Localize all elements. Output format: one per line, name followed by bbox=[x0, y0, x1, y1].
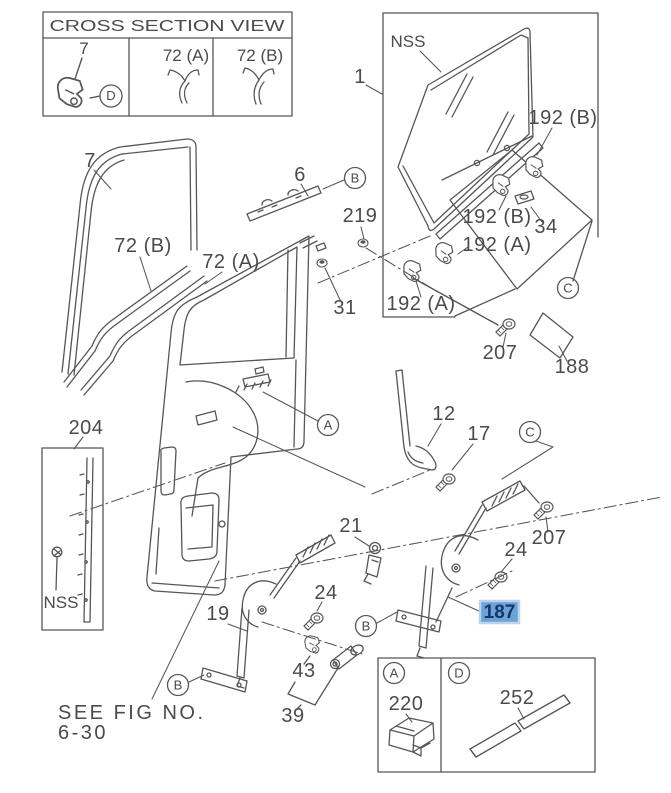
sash-252-drawing bbox=[469, 694, 571, 758]
callout-207-lower[interactable]: 207 bbox=[532, 527, 567, 549]
part-34-pad bbox=[514, 190, 535, 205]
callout-labels: CROSS SECTION VIEW 7 72 (A) 72 (B) 1 NSS… bbox=[44, 18, 598, 727]
callout-192a-upper[interactable]: 192 (A) bbox=[462, 234, 531, 256]
callout-cs-72a[interactable]: 72 (A) bbox=[163, 46, 209, 65]
glass-bottom-sash bbox=[435, 142, 544, 240]
callout-207-upper[interactable]: 207 bbox=[483, 342, 518, 364]
callout-43[interactable]: 43 bbox=[292, 660, 315, 682]
svg-text:D: D bbox=[106, 88, 115, 103]
callout-188[interactable]: 188 bbox=[555, 356, 590, 378]
run-channel-72b bbox=[63, 265, 191, 388]
callout-252[interactable]: 252 bbox=[500, 687, 535, 709]
marker-circles bbox=[166, 166, 580, 697]
clip-220-drawing bbox=[388, 717, 435, 757]
callout-6[interactable]: 6 bbox=[294, 164, 306, 186]
callout-192b-upper[interactable]: 192 (B) bbox=[528, 107, 597, 129]
label-plate-188 bbox=[529, 312, 574, 359]
bracket-6 bbox=[246, 185, 322, 222]
callout-34[interactable]: 34 bbox=[534, 216, 557, 238]
callout-39[interactable]: 39 bbox=[281, 705, 304, 727]
callout-31[interactable]: 31 bbox=[333, 297, 356, 319]
legend-box bbox=[377, 657, 596, 773]
callout-cs-7[interactable]: 7 bbox=[79, 39, 88, 58]
marker-a-legend: A bbox=[390, 666, 399, 681]
glass-panel-box bbox=[382, 12, 599, 318]
marker-d-legend: D bbox=[454, 666, 463, 681]
grommet-31 bbox=[316, 258, 328, 268]
glass-nss-marking: NSS bbox=[391, 32, 426, 51]
selected-part-187[interactable]: 187 bbox=[478, 599, 521, 625]
callout-21[interactable]: 21 bbox=[339, 515, 362, 537]
clip-cross-section-drawing bbox=[56, 76, 84, 108]
callout-220[interactable]: 220 bbox=[389, 693, 424, 715]
marker-a-door: A bbox=[324, 418, 333, 433]
guide-rail-12 bbox=[395, 369, 437, 471]
grommet-219 bbox=[357, 238, 369, 248]
see-fig-note: SEE FIG NO. 6-30 bbox=[58, 702, 206, 744]
leader-lines bbox=[73, 50, 568, 723]
callout-204[interactable]: 204 bbox=[69, 417, 104, 439]
see-fig-line2: 6-30 bbox=[58, 722, 108, 744]
callout-1[interactable]: 1 bbox=[354, 66, 366, 88]
run-channel-72a bbox=[80, 275, 208, 396]
callout-cs-72b[interactable]: 72 (B) bbox=[237, 46, 283, 65]
marker-b-regulator187: B bbox=[362, 619, 371, 634]
callout-72b[interactable]: 72 (B) bbox=[114, 235, 171, 257]
callout-192b-lower[interactable]: 192 (B) bbox=[462, 206, 531, 228]
marker-b-regulator19: B bbox=[174, 678, 183, 693]
callout-17[interactable]: 17 bbox=[467, 423, 490, 445]
sash-204-panel bbox=[41, 447, 104, 631]
door-glass bbox=[397, 27, 534, 232]
marker-c-clips: C bbox=[563, 281, 572, 296]
callout-19[interactable]: 19 bbox=[206, 603, 229, 625]
cross-section-title: CROSS SECTION VIEW bbox=[50, 18, 286, 35]
view-markers: D B A C C B B A D bbox=[106, 88, 580, 697]
marker-c-regulator: C bbox=[525, 425, 534, 440]
callout-72a[interactable]: 72 (A) bbox=[202, 251, 259, 273]
marker-d-cross-section: D bbox=[106, 88, 115, 103]
sash-204-nss-marking: NSS bbox=[44, 593, 79, 612]
callout-187-selected[interactable]: 187 bbox=[484, 602, 516, 623]
callout-24-right[interactable]: 24 bbox=[504, 539, 527, 561]
marker-b-bracket6: B bbox=[351, 171, 360, 186]
sash-204-screw bbox=[51, 546, 63, 558]
handle-43-group bbox=[287, 635, 364, 711]
regulator-187 bbox=[395, 480, 540, 659]
regulator-19 bbox=[200, 534, 336, 693]
callout-7[interactable]: 7 bbox=[84, 150, 96, 172]
bolt-17 bbox=[435, 473, 456, 492]
door-panel bbox=[146, 235, 327, 596]
callout-12[interactable]: 12 bbox=[432, 403, 455, 425]
motor-bracket-21 bbox=[363, 541, 382, 585]
center-lines bbox=[69, 235, 663, 655]
see-fig-line1: SEE FIG NO. bbox=[58, 702, 206, 724]
bolt-207-lower bbox=[533, 501, 554, 520]
weatherstrip-7 bbox=[61, 138, 198, 376]
callout-219[interactable]: 219 bbox=[343, 205, 378, 227]
callout-24-left[interactable]: 24 bbox=[314, 582, 337, 604]
callout-192a-lower[interactable]: 192 (A) bbox=[386, 293, 455, 315]
bolt-24-left bbox=[303, 612, 324, 631]
